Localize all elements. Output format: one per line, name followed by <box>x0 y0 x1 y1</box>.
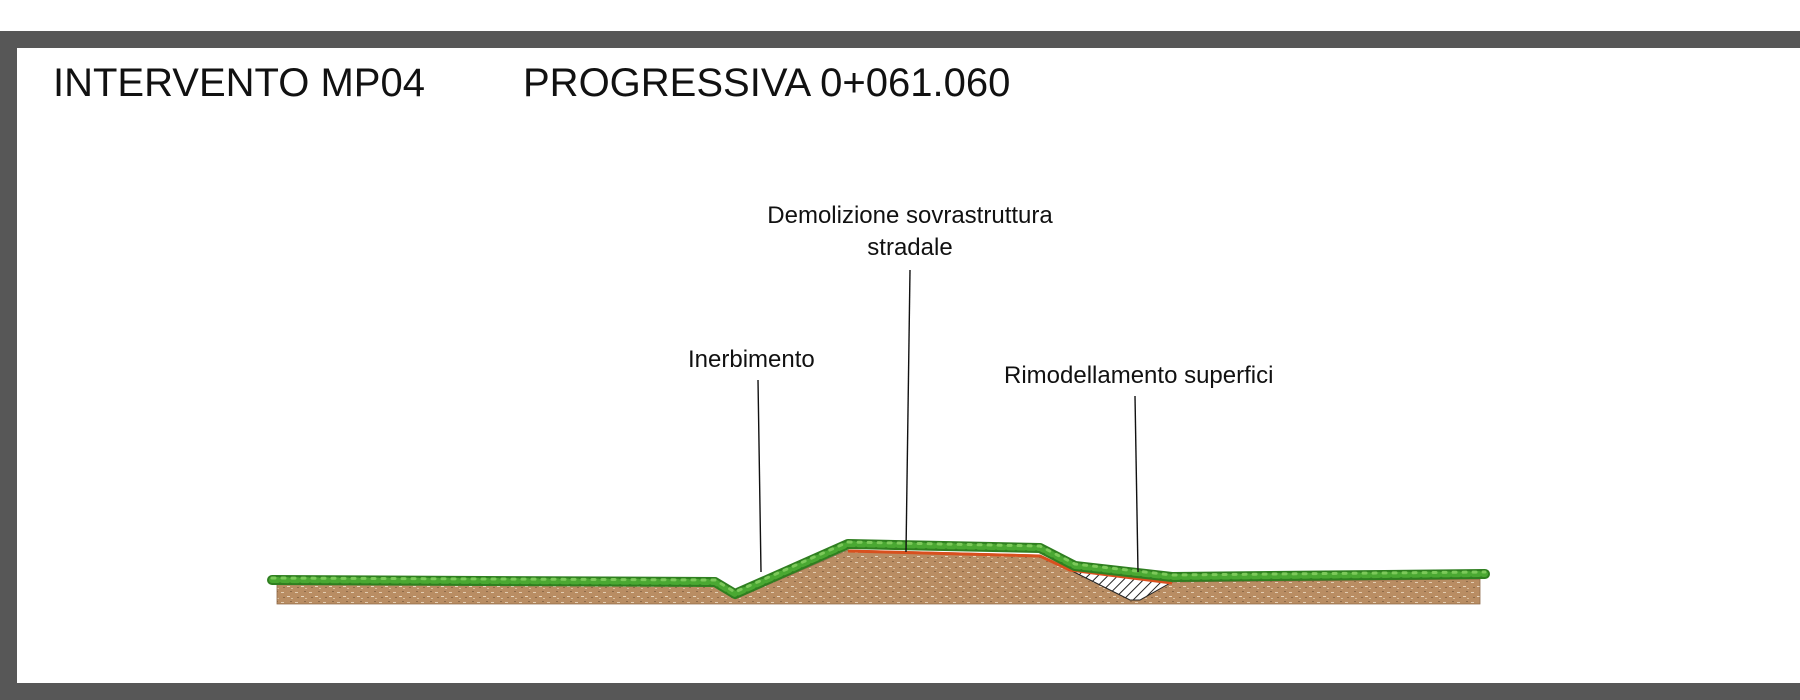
demolizione-label: Demolizione sovrastruttura stradale <box>740 200 1080 264</box>
intervento-title: INTERVENTO MP04 <box>53 61 425 105</box>
progressiva-title: PROGRESSIVA 0+061.060 <box>523 61 1011 105</box>
inerbimento-label: Inerbimento <box>688 346 815 373</box>
demolizione-label-line2: stradale <box>867 234 953 261</box>
inerbimento-leader <box>757 379 762 573</box>
demolizione-line <box>847 549 1173 585</box>
demolizione-leader <box>905 269 911 553</box>
grass-light <box>270 540 1487 594</box>
rimodellamento-leader <box>1134 395 1139 573</box>
rimodellamento-label: Rimodellamento superfici <box>1004 362 1274 389</box>
grass-mid <box>269 541 1488 597</box>
grass-layer <box>267 539 1490 599</box>
demolizione-label-line1: Demolizione sovrastruttura <box>767 202 1053 229</box>
